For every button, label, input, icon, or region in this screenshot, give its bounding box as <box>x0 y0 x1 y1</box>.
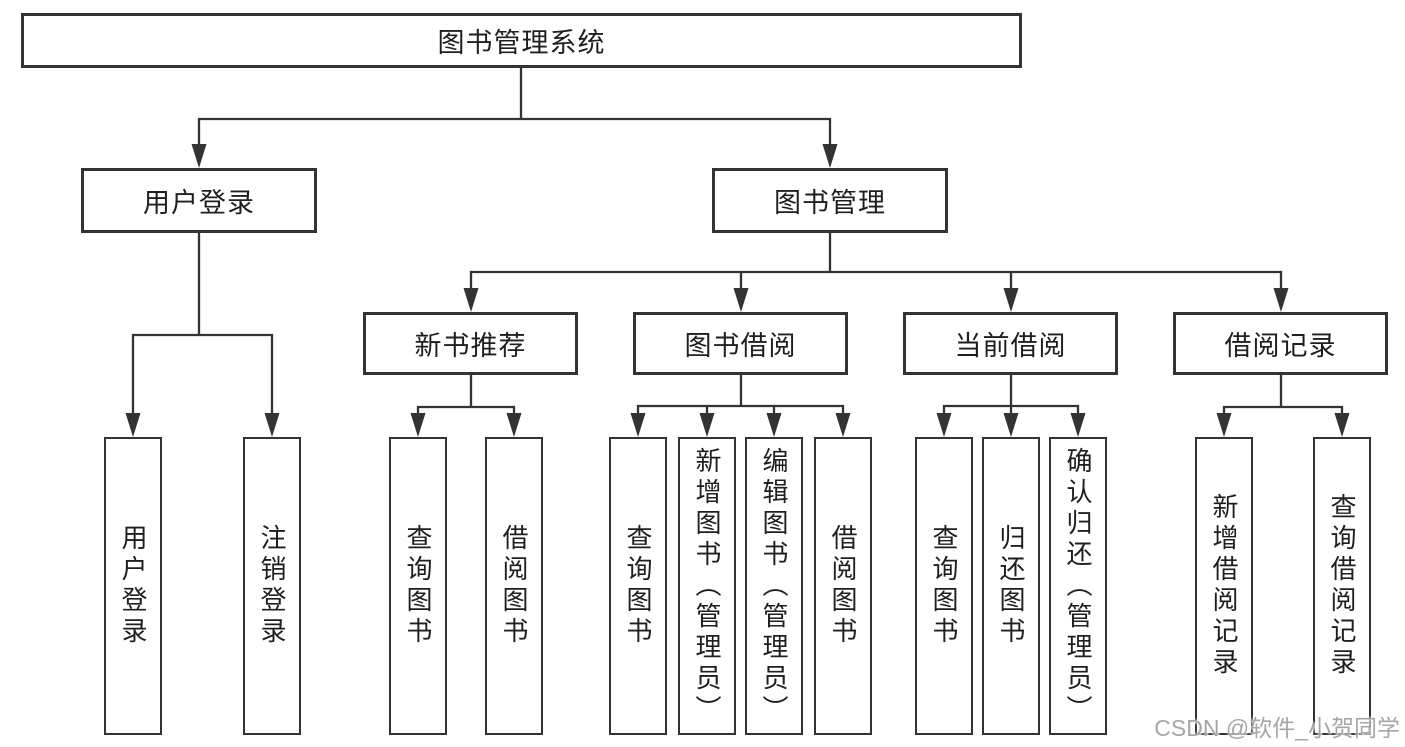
leaf-label: 借阅图书 <box>828 524 858 648</box>
leaf-label: 查询图书 <box>403 524 433 648</box>
node-label: 图书借阅 <box>684 331 797 361</box>
arrowhead <box>822 144 838 168</box>
arrowhead <box>410 413 426 437</box>
leaf-label: 注销登录 <box>257 524 287 648</box>
arrowhead <box>835 413 851 437</box>
leaf-label: 编辑图书（管理员） <box>759 446 789 726</box>
leaf-query-books-3: 查询图书 <box>915 437 973 735</box>
arrowhead <box>936 413 952 437</box>
leaf-return-books: 归还图书 <box>982 437 1040 735</box>
arrowhead <box>463 288 479 312</box>
arrowhead <box>630 413 646 437</box>
node-label: 新书推荐 <box>414 331 527 361</box>
leaf-label: 查询借阅记录 <box>1327 493 1357 679</box>
leaf-label: 归还图书 <box>996 524 1026 648</box>
leaf-query-books-1: 查询图书 <box>389 437 447 735</box>
node-label: 借阅记录 <box>1224 331 1337 361</box>
leaf-add-borrow-record: 新增借阅记录 <box>1195 437 1253 735</box>
arrowhead <box>1273 288 1289 312</box>
node-user-login-branch: 用户登录 <box>81 168 317 233</box>
node-label: 图书管理 <box>774 188 886 218</box>
leaf-label: 查询图书 <box>929 524 959 648</box>
leaf-label: 用户登录 <box>118 524 148 648</box>
arrowhead <box>125 413 141 437</box>
arrowhead <box>191 144 207 168</box>
arrowhead <box>264 413 280 437</box>
arrowhead <box>733 288 749 312</box>
leaf-edit-books-admin: 编辑图书（管理员） <box>745 437 803 735</box>
leaf-label: 新增借阅记录 <box>1209 493 1239 679</box>
leaf-query-borrow-record: 查询借阅记录 <box>1313 437 1371 735</box>
node-label: 图书管理系统 <box>437 28 606 58</box>
csdn-watermark: CSDN @软件_小贺同学 <box>1154 715 1400 741</box>
arrowhead <box>1334 413 1350 437</box>
node-new-book-recommend: 新书推荐 <box>363 312 578 375</box>
leaf-label: 查询图书 <box>623 524 653 648</box>
leaf-label: 确认归还（管理员） <box>1063 446 1093 726</box>
node-book-borrowing: 图书借阅 <box>633 312 848 375</box>
node-borrow-records: 借阅记录 <box>1173 312 1388 375</box>
leaf-confirm-return-admin: 确认归还（管理员） <box>1049 437 1107 735</box>
arrowhead <box>766 413 782 437</box>
arrowhead <box>1003 288 1019 312</box>
leaf-label: 借阅图书 <box>499 524 529 648</box>
leaf-query-books-2: 查询图书 <box>609 437 667 735</box>
leaf-add-books-admin: 新增图书（管理员） <box>678 437 736 735</box>
node-library-management-system: 图书管理系统 <box>21 13 1022 68</box>
arrowhead <box>506 413 522 437</box>
node-label: 当前借阅 <box>954 331 1067 361</box>
leaf-user-login: 用户登录 <box>104 437 162 735</box>
arrowhead <box>1070 413 1086 437</box>
leaf-borrow-books-2: 借阅图书 <box>814 437 872 735</box>
arrowhead <box>699 413 715 437</box>
node-label: 用户登录 <box>143 188 255 218</box>
arrowhead <box>1216 413 1232 437</box>
leaf-logout: 注销登录 <box>243 437 301 735</box>
arrowhead <box>1003 413 1019 437</box>
node-book-management-branch: 图书管理 <box>712 168 948 233</box>
node-current-borrowing: 当前借阅 <box>903 312 1118 375</box>
leaf-label: 新增图书（管理员） <box>692 446 722 726</box>
arrowheads <box>125 144 1350 437</box>
leaf-borrow-books-1: 借阅图书 <box>485 437 543 735</box>
